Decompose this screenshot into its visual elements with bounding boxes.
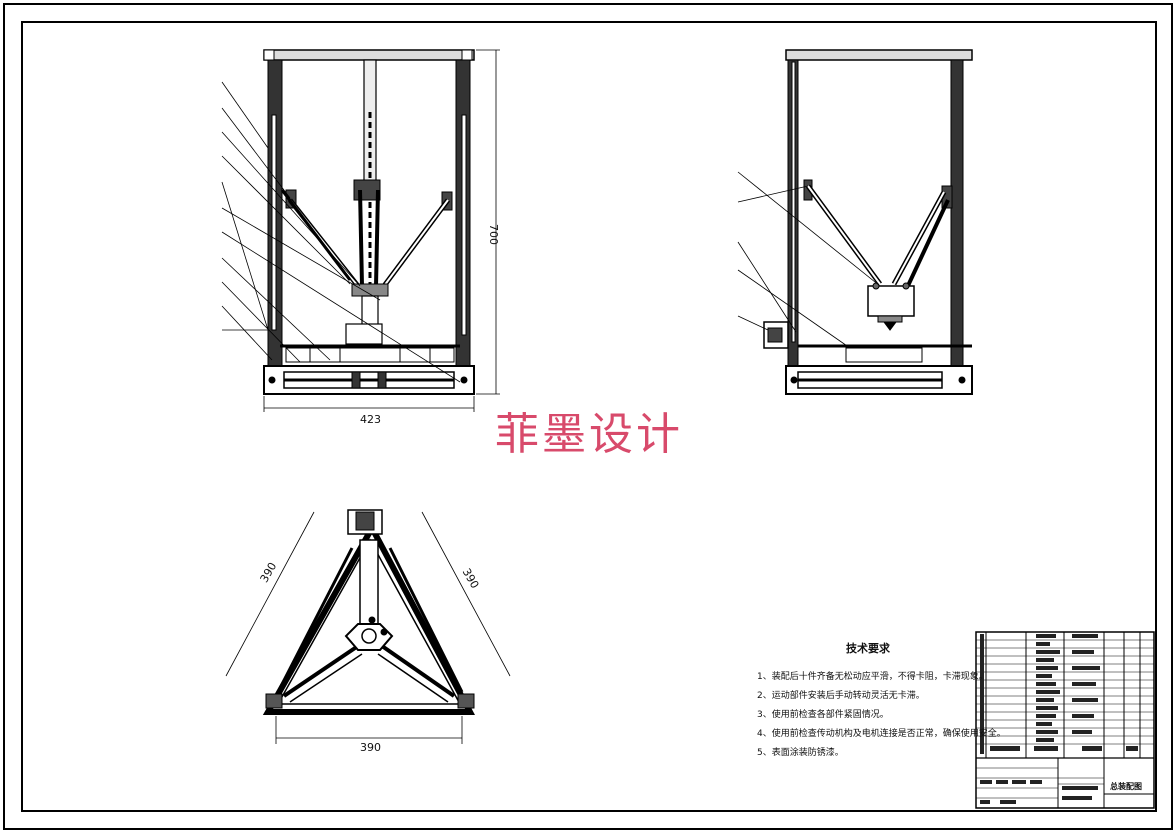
inner-border [21,21,1157,812]
title-block [975,631,1155,809]
side-view [737,49,973,395]
outer-border [3,3,1173,830]
watermark-text: 菲墨设计 [495,409,683,460]
drawing-title: 总装配图 [1110,782,1142,791]
requirement-item: 2、运动部件安装后手动转动灵活无卡滞。 [757,691,925,701]
technical-requirements-title: 技术要求 [846,642,890,655]
requirement-item: 3、使用前检查各部件紧固情况。 [757,710,889,720]
top-view [225,509,511,744]
requirement-item: 5、表面涂装防锈漆。 [757,748,844,758]
requirement-item: 1、装配后十件齐备无松动应平滑，不得卡阻，卡滞现象。 [757,672,988,682]
dim-top-bottom: 390 [360,741,381,754]
technical-requirements-list: 1、装配后十件齐备无松动应平滑，不得卡阻，卡滞现象。 2、运动部件安装后手动转动… [757,668,1006,763]
requirement-item: 4、使用前检查传动机构及电机连接是否正常，确保使用安全。 [757,729,1006,739]
dim-front-height: 700 [487,224,500,245]
front-view [221,49,500,412]
dim-front-width: 423 [360,413,381,426]
